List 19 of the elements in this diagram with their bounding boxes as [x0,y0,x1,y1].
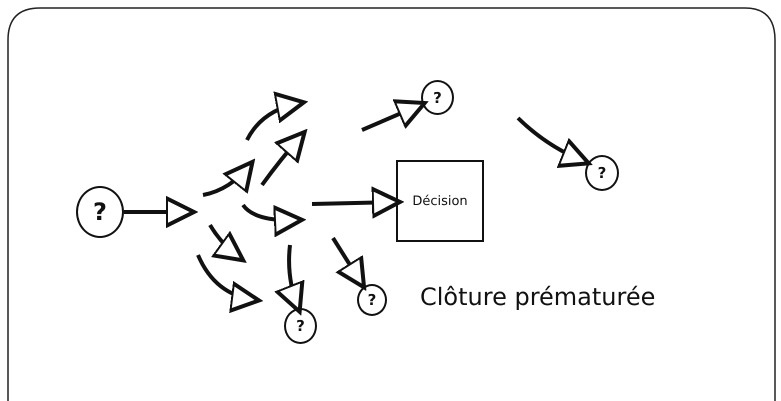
question-mark: ? [433,88,442,106]
question-mark: ? [598,164,606,182]
arrow [274,244,305,314]
question-circle [585,155,619,191]
arrow [516,116,591,168]
question-mark: ? [93,198,107,226]
question-circle [357,284,387,316]
arrow [312,186,402,219]
question-mark: ? [296,317,305,335]
question-circle [284,308,317,344]
box-label: Décision [412,194,468,208]
question-mark: ? [368,291,376,309]
question-circle [421,80,454,115]
decision-box [396,160,484,242]
arrow [361,99,427,132]
arrow [331,236,366,290]
question-circle [76,186,124,238]
arrow [124,196,196,228]
caption-text: Clôture prématurée [420,283,656,311]
